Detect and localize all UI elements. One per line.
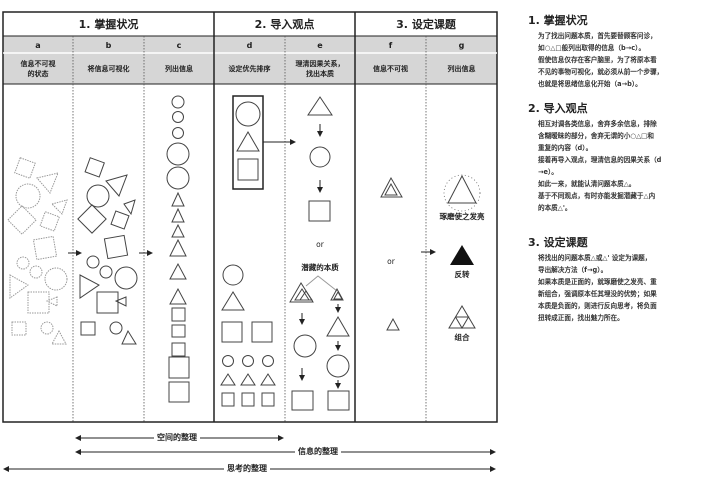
column-e-arrows bbox=[299, 124, 341, 389]
note-line: 将找出的问题本质△或△' 设定为课题， bbox=[538, 254, 652, 262]
column-g-shapes bbox=[443, 174, 481, 329]
or-label-e: or bbox=[316, 240, 324, 249]
combine-label: 组合 bbox=[454, 333, 470, 342]
note-grasp: 1. 掌握状况 为了找出问题本质，首先要替顾客问诊， 如○△□般列出取得的信息（… bbox=[528, 12, 714, 90]
note-line: 的本质△'。 bbox=[538, 204, 572, 212]
note-line: 含糊暧昧的部分，舍弃无谓的小○△□和 bbox=[538, 132, 654, 140]
column-desc-g: 列出信息 bbox=[447, 64, 476, 73]
column-desc-f: 信息不可视 bbox=[373, 64, 408, 73]
note-line: 基于不同观点，有时亦能发掘潜藏于△内 bbox=[538, 192, 656, 200]
column-desc-c: 列出信息 bbox=[165, 64, 193, 73]
column-c-shapes bbox=[166, 95, 190, 403]
note-title: 3. 设定课题 bbox=[528, 236, 588, 249]
column-letter-d: d bbox=[246, 40, 253, 50]
column-letter-a: a bbox=[35, 40, 41, 50]
note-line: 重复的内容（d）。 bbox=[538, 144, 593, 152]
note-line: 如此一来，就能认清问题本质△。 bbox=[538, 180, 636, 188]
note-title: 2. 导入观点 bbox=[528, 102, 588, 115]
note-task: 3. 设定课题 将找出的问题本质△或△' 设定为课题， 导出解决方法（f→g）。… bbox=[528, 234, 714, 324]
note-line: 也就是将思绪信息化开始（a→b）。 bbox=[538, 80, 642, 88]
column-f-shapes bbox=[380, 176, 403, 331]
note-line: 扭转成正面，找出魅力所在。 bbox=[538, 314, 624, 322]
column-desc-a: 信息不可视 的状态 bbox=[20, 59, 56, 78]
section-title-viewpoint: 2. 导入观点 bbox=[254, 18, 315, 31]
column-desc-b: 将信息可视化 bbox=[87, 64, 130, 73]
range-label-information: 信息的整理 bbox=[295, 446, 341, 457]
header-bg bbox=[3, 36, 497, 84]
reverse-label: 反转 bbox=[454, 270, 470, 279]
note-line: 为了找出问题本质，首先要替顾客问诊， bbox=[538, 32, 657, 40]
section-title-grasp: 1. 掌握状况 bbox=[78, 18, 139, 31]
note-line: 假使信息仅存在客户脑里，为了将原本看 bbox=[538, 56, 657, 64]
note-line: 接着再导入观点，理清信息的因果关系（d bbox=[538, 156, 662, 164]
column-e-shapes bbox=[289, 96, 350, 411]
note-viewpoint: 2. 导入观点 相互对调各类信息，舍弃多余信息，排除 含糊暧昧的部分，舍弃无谓的… bbox=[528, 100, 714, 214]
note-line: 如果本质是正面的，就琢磨使之发亮、重 bbox=[538, 278, 657, 286]
note-line: →e）。 bbox=[538, 168, 558, 176]
column-letter-b: b bbox=[105, 40, 112, 50]
hidden-essence-label: 潜藏的本质 bbox=[301, 263, 339, 272]
column-letter-c: c bbox=[176, 40, 182, 50]
column-b-shapes bbox=[77, 157, 138, 345]
note-line: 相互对调各类信息，舍弃多余信息，排除 bbox=[538, 120, 657, 128]
note-line: 本质是负面的，则进行反向思考，将负面 bbox=[538, 302, 657, 310]
range-label-space: 空间的整理 bbox=[154, 432, 200, 443]
or-label-f: or bbox=[387, 257, 395, 266]
column-letter-f: f bbox=[388, 40, 393, 50]
note-line: 新组合，强调原本任其埋没的优势；如果 bbox=[538, 290, 657, 298]
polish-label: 琢磨使之发亮 bbox=[439, 212, 485, 221]
note-title: 1. 掌握状况 bbox=[528, 14, 588, 27]
column-letter-g: g bbox=[458, 40, 465, 50]
column-desc-d: 设定优先排序 bbox=[228, 64, 271, 73]
section-title-task: 3. 设定课题 bbox=[396, 18, 456, 31]
note-line: 导出解决方法（f→g）。 bbox=[538, 266, 608, 274]
note-line: 如○△□般列出取得的信息（b→c）。 bbox=[538, 44, 646, 52]
note-line: 不见的事物可视化，就必须从前一个步骤， bbox=[538, 68, 664, 76]
column-desc-e: 理清因果关系， 找出本质 bbox=[295, 59, 345, 78]
range-label-thinking: 思考的整理 bbox=[224, 463, 270, 474]
column-a-shapes bbox=[7, 157, 68, 345]
column-dividers bbox=[72, 36, 427, 422]
table-frame bbox=[2, 11, 498, 423]
column-letter-e: e bbox=[317, 40, 323, 50]
